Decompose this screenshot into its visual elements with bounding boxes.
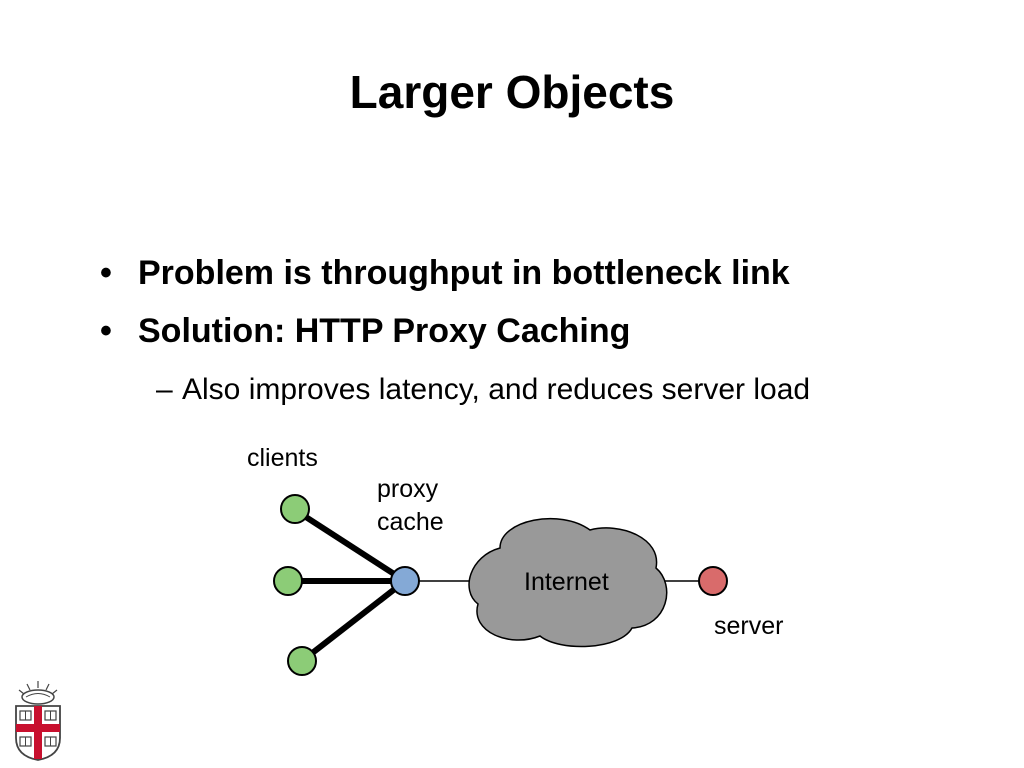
server-node (698, 566, 728, 596)
bullet-item: • Solution: HTTP Proxy Caching (100, 308, 980, 366)
sub-bullet-marker: – (156, 373, 173, 406)
client-node (287, 646, 317, 676)
bullet-list: • Problem is throughput in bottleneck li… (100, 250, 980, 416)
bullet-text: Problem is throughput in bottleneck link (138, 254, 790, 292)
server-label: server (714, 612, 783, 640)
clients-label: clients (247, 444, 318, 472)
sub-bullet-text: Also improves latency, and reduces serve… (182, 373, 811, 406)
sub-bullet-item: – Also improves latency, and reduces ser… (100, 370, 980, 416)
bullet-text: Solution: HTTP Proxy Caching (138, 312, 631, 350)
bullet-marker: • (100, 254, 112, 292)
internet-cloud-icon (468, 517, 668, 648)
bullet-marker: • (100, 312, 112, 350)
client-node (273, 566, 303, 596)
client-link (293, 507, 407, 584)
client-node (280, 494, 310, 524)
bullet-item: • Problem is throughput in bottleneck li… (100, 250, 980, 308)
client-link (300, 578, 407, 664)
proxy-cache-node (390, 566, 420, 596)
cache-label: cache (377, 508, 444, 536)
proxy-label: proxy (377, 475, 439, 503)
university-shield-icon (15, 681, 61, 761)
slide-title: Larger Objects (349, 66, 675, 118)
internet-label: Internet (524, 568, 609, 596)
